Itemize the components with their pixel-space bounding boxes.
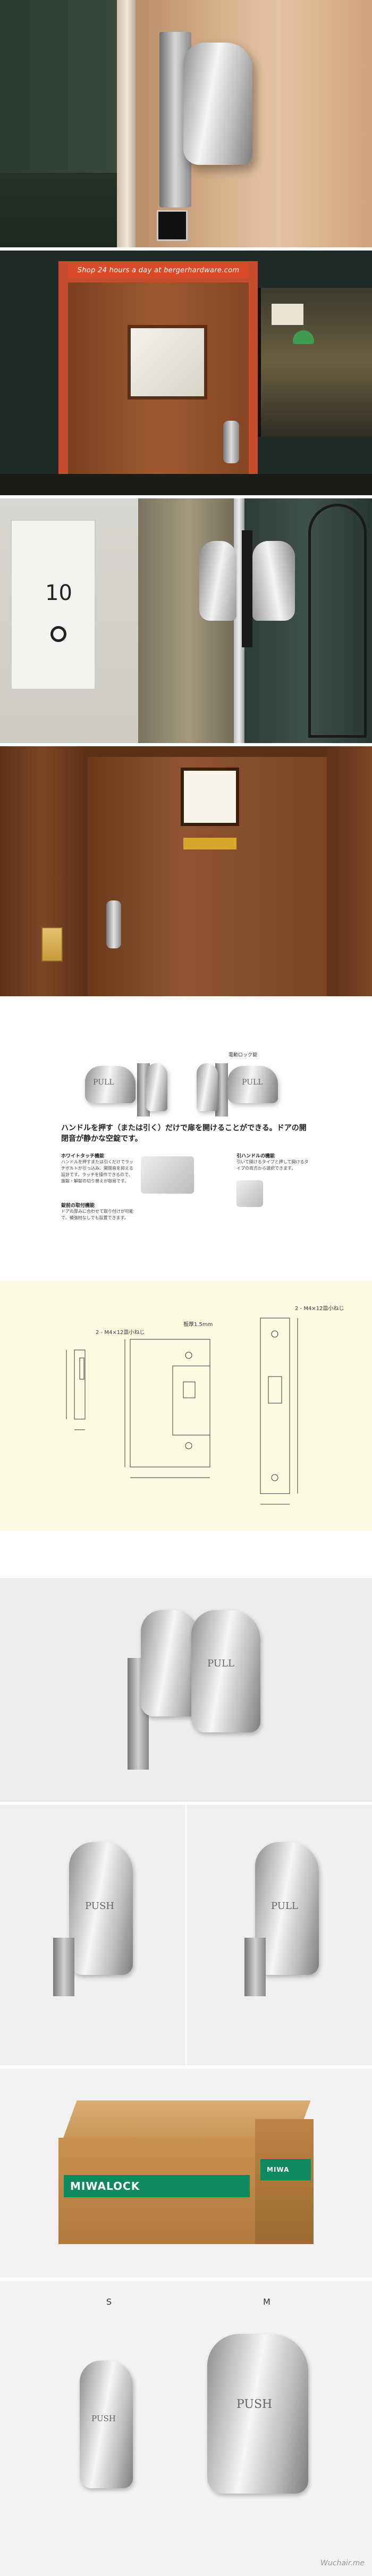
push-label: PUSH (85, 1900, 114, 1912)
headline: ハンドルを押す（または引く）だけで扉を開けることができる。ドアの開閉音が静かな空… (61, 1124, 307, 1143)
divider (0, 743, 372, 746)
door-handle (106, 901, 121, 948)
push-label-medium: PUSH (236, 2398, 273, 2411)
feature3-text: ドアの厚みに合わせて取り付けが可能で、補強材なしでも設置できます。 (61, 1209, 133, 1220)
photo-size-comparison: S M PUSH PUSH Wuchair.me (0, 2281, 372, 2576)
handle-base (53, 1938, 74, 1996)
screw-hole (271, 1474, 278, 1481)
drawing-strike-hole (268, 1376, 282, 1404)
room-number: 10 (45, 581, 72, 605)
pull-label: PULL (207, 1658, 234, 1669)
handle-label-right: PULL (242, 1078, 263, 1087)
feature2-text: 引いて開けるタイプと押して開けるタイプの両方から選択できます。 (236, 1160, 309, 1171)
sidewalk (0, 474, 372, 495)
handle-medium (207, 2334, 308, 2494)
push-label-small: PUSH (91, 2414, 116, 2423)
door-jamb (117, 0, 138, 247)
pull-handle (255, 1842, 319, 1975)
label-screws-right: 2 - M4×12皿小ねじ (295, 1305, 344, 1312)
shop-banner: Shop 24 hours a day at bergerhardware.co… (68, 262, 249, 278)
door-window (181, 768, 239, 826)
handle-right (252, 541, 295, 621)
door-handle (223, 421, 239, 463)
photo-wood-door (0, 746, 372, 996)
pull-label: PULL (271, 1900, 298, 1912)
handle-left (199, 541, 236, 621)
handle-right-back (197, 1063, 218, 1111)
shop-window (258, 288, 372, 437)
lock-illustration (236, 1180, 263, 1207)
drawing-latch (79, 1357, 84, 1380)
handle-left (85, 1066, 136, 1103)
wall (0, 0, 138, 176)
handle-small (80, 2361, 133, 2488)
door-right (239, 498, 372, 743)
handle-base (244, 1938, 266, 1996)
handle-label-left: PULL (93, 1078, 114, 1087)
photo-packaging: MIWALOCK MIWA (0, 2069, 372, 2278)
door-tag (183, 838, 236, 849)
product-sheet: 電動ロック錠 PULL PULL ハンドルを押す（または引く）だけで扉を開けるこ… (0, 999, 372, 1265)
feature3-title: 錠前の取付機能 (61, 1203, 95, 1208)
screw-hole (271, 1330, 278, 1338)
photo-installed-handle (0, 0, 372, 247)
push-handle (69, 1842, 133, 1975)
switch-plate (41, 927, 63, 962)
box-brand-side: MIWA (260, 2159, 311, 2180)
feature2-title: 引ハンドルの機能 (236, 1154, 275, 1159)
photo-double-handles: 10 (0, 498, 372, 743)
handle-front (191, 1610, 260, 1732)
size-medium-label: M (263, 2297, 270, 2307)
screw-hole (185, 1442, 192, 1449)
box-side (255, 2119, 314, 2244)
drawing-case (172, 1365, 210, 1436)
push-handle (183, 43, 252, 165)
feature1-title: ホワイトタッチ機能 (61, 1154, 105, 1159)
divider (0, 247, 372, 251)
drawing-strike-plate (260, 1318, 290, 1494)
door-left (138, 498, 239, 743)
drawing-svg: 2 - M4×12皿小ねじ 板厚1.5mm 2 - M4×12皿小ねじ (66, 1305, 344, 1505)
model-header: 電動ロック錠 (229, 1053, 258, 1058)
handle-right (227, 1066, 278, 1103)
lamp-icon (293, 330, 314, 344)
box-brand: MIWALOCK (64, 2175, 250, 2197)
technical-drawing: 2 - M4×12皿小ねじ 板厚1.5mm 2 - M4×12皿小ねじ (0, 1281, 372, 1531)
photo-push-pull: PUSH PULL (0, 1805, 372, 2065)
label-thickness: 板厚1.5mm (183, 1321, 213, 1328)
drawing-front-plate (130, 1339, 210, 1468)
drawing-latch-hole (183, 1381, 196, 1398)
handle-left-back (146, 1063, 167, 1111)
screw-hole (185, 1352, 192, 1359)
wall-plaque (157, 210, 188, 241)
label-screws: 2 - M4×12皿小ねじ (96, 1329, 145, 1336)
hand-illustration (141, 1156, 194, 1194)
arched-frame (308, 504, 367, 738)
photo-product-3d: PULL (0, 1578, 372, 1802)
feature1-text: ハンドルを押すまたは引くだけでラッチボルトが引っ込み、開閉音を抑える設計です。ラ… (61, 1160, 133, 1183)
photo-divider (185, 1805, 187, 2065)
handle-back (141, 1610, 199, 1716)
divider (0, 495, 372, 498)
shop-sign (272, 304, 303, 325)
wall-poster (11, 520, 96, 690)
lock-plate (242, 530, 252, 647)
size-small-label: S (106, 2297, 112, 2307)
photo-storefront: Shop 24 hours a day at bergerhardware.co… (0, 251, 372, 495)
side-panel-right (327, 746, 372, 996)
door-window (128, 325, 207, 399)
drawing-side-plate (74, 1349, 86, 1420)
watermark: Wuchair.me (320, 2559, 365, 2567)
power-icon (50, 626, 66, 642)
